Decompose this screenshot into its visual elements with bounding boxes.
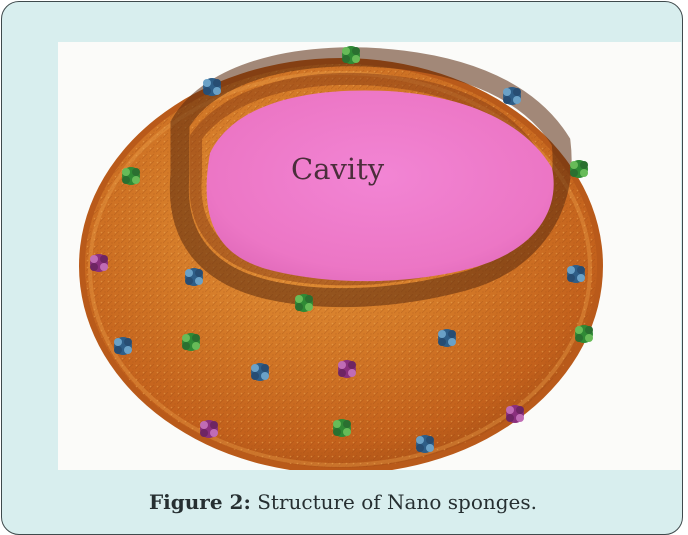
molecule-green-upper-left xyxy=(122,167,140,185)
molecule-purple-bottom-right xyxy=(506,405,524,423)
molecule-blue-right xyxy=(567,265,585,283)
molecule-blue-bottom-left xyxy=(251,363,269,381)
molecule-blue-bottom xyxy=(416,435,434,453)
molecule-green-upper-right xyxy=(570,160,588,178)
molecule-green-lower-left xyxy=(182,333,200,351)
molecule-green-top xyxy=(342,46,360,64)
molecule-purple-left xyxy=(90,254,108,272)
molecule-green-lower-right xyxy=(575,325,593,343)
cavity-label: Cavity xyxy=(291,152,385,186)
molecule-green-center xyxy=(295,294,313,312)
molecule-blue-top-right xyxy=(503,87,521,105)
figure-image: Cavity xyxy=(58,42,681,470)
figure-caption-text: Structure of Nano sponges. xyxy=(251,490,537,514)
molecule-blue-center-right xyxy=(438,329,456,347)
figure-caption: Figure 2: Structure of Nano sponges. xyxy=(2,490,683,514)
molecule-green-bottom xyxy=(333,419,351,437)
nanosponge-diagram: Cavity xyxy=(58,42,681,470)
molecule-blue-middle-left xyxy=(185,268,203,286)
molecule-blue-top-left xyxy=(203,78,221,96)
molecule-purple-center xyxy=(338,360,356,378)
molecule-blue-lower-left xyxy=(114,337,132,355)
figure-caption-label: Figure 2: xyxy=(149,490,251,514)
molecule-purple-bottom-left xyxy=(200,420,218,438)
